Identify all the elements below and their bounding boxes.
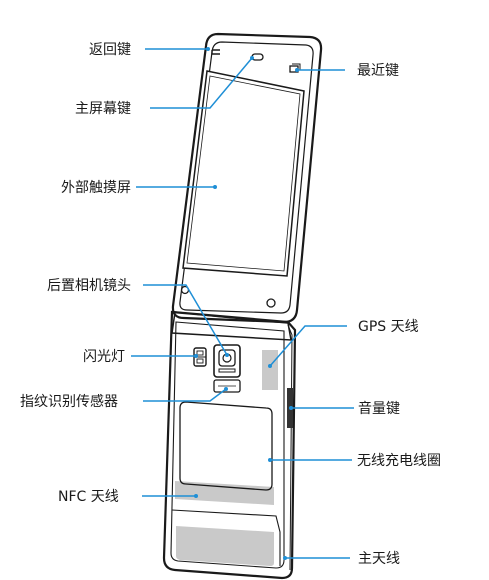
gps-antenna-area	[262, 350, 278, 390]
fingerprint-sensor-icon	[213, 379, 241, 393]
label-main-antenna: 主天线	[358, 551, 400, 567]
body-side-edge	[287, 324, 293, 571]
main-antenna-outline	[171, 509, 281, 566]
callout-gps	[269, 325, 347, 367]
label-volume-key: 音量键	[358, 400, 400, 417]
callout-lines	[131, 47, 354, 560]
labels: 返回键 最近键 主屏幕键 外部触摸屏 后置相机镜头 GPS 天线 闪光灯 指纹识…	[20, 42, 441, 567]
label-back-key: 返回键	[89, 42, 131, 58]
label-outer-touchscreen: 外部触摸屏	[61, 180, 131, 196]
callout-home-key	[150, 57, 253, 109]
label-recent-key: 最近键	[357, 63, 399, 79]
label-home-key: 主屏幕键	[75, 101, 131, 117]
main-antenna-area	[176, 526, 274, 566]
label-fingerprint-sensor: 指纹识别传感器	[20, 393, 118, 410]
lid-outer	[171, 32, 323, 324]
label-nfc-antenna: NFC 天线	[58, 489, 119, 505]
back-key-icon	[211, 49, 220, 55]
outer-screen	[182, 70, 305, 277]
phone-body	[162, 310, 297, 580]
label-flash: 闪光灯	[83, 349, 125, 365]
label-rear-camera: 后置相机镜头	[47, 278, 131, 294]
lid-inner	[179, 41, 314, 314]
label-gps-antenna: GPS 天线	[358, 319, 419, 335]
body-inner	[170, 321, 285, 569]
wireless-charging-coil	[179, 401, 273, 491]
phone-lid	[171, 32, 323, 324]
camera-lens-icon	[213, 344, 241, 378]
lid-lower-right-dot	[266, 298, 276, 308]
body-outer	[162, 310, 297, 580]
label-wireless-charging-coil: 无线充电线圈	[357, 453, 441, 469]
callout-fingerprint	[143, 388, 227, 402]
callout-rear-camera	[143, 284, 228, 356]
nfc-antenna-area	[175, 481, 274, 505]
